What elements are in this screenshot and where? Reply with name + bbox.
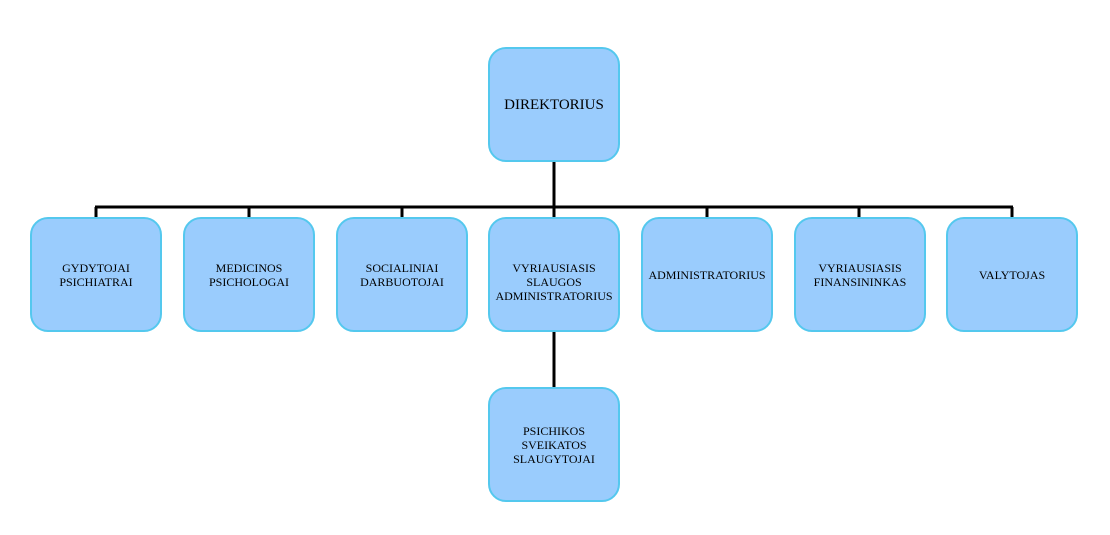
node-administratorius: ADMINISTRATORIUS — [641, 217, 773, 332]
node-label: VALYTOJAS — [978, 267, 1046, 282]
node-label-direktorius: DIREKTORIUS — [504, 96, 604, 113]
node-label: VYRIAUSIASIS FINANSININKAS — [813, 260, 907, 289]
node-label: MEDICINOS PSICHOLOGAI — [208, 260, 289, 289]
node-valytojas: VALYTOJAS — [946, 217, 1078, 332]
node-label: ADMINISTRATORIUS — [648, 267, 766, 282]
node-label: SOCIALINIAI DARBUOTOJAI — [360, 260, 444, 289]
node-vyriausiasis-slaugos-administratorius: VYRIAUSIASIS SLAUGOS ADMINISTRATORIUS — [488, 217, 620, 332]
node-label: PSICHIKOS SVEIKATOS SLAUGYTOJAI — [513, 423, 595, 466]
node-psichikos-sveikatos-slaugytojai: PSICHIKOS SVEIKATOS SLAUGYTOJAI — [488, 387, 620, 502]
node-socialiniai-darbuotojai: SOCIALINIAI DARBUOTOJAI — [336, 217, 468, 332]
node-label: VYRIAUSIASIS SLAUGOS ADMINISTRATORIUS — [495, 261, 613, 303]
node-gydytojai-psichiatrai: GYDYTOJAI PSICHIATRAI — [30, 217, 162, 332]
node-direktorius: DIREKTORIUS — [488, 47, 620, 162]
node-medicinos-psichologai: MEDICINOS PSICHOLOGAI — [183, 217, 315, 332]
node-label: GYDYTOJAI PSICHIATRAI — [59, 260, 133, 289]
node-vyriausiasis-finansininkas: VYRIAUSIASIS FINANSININKAS — [794, 217, 926, 332]
